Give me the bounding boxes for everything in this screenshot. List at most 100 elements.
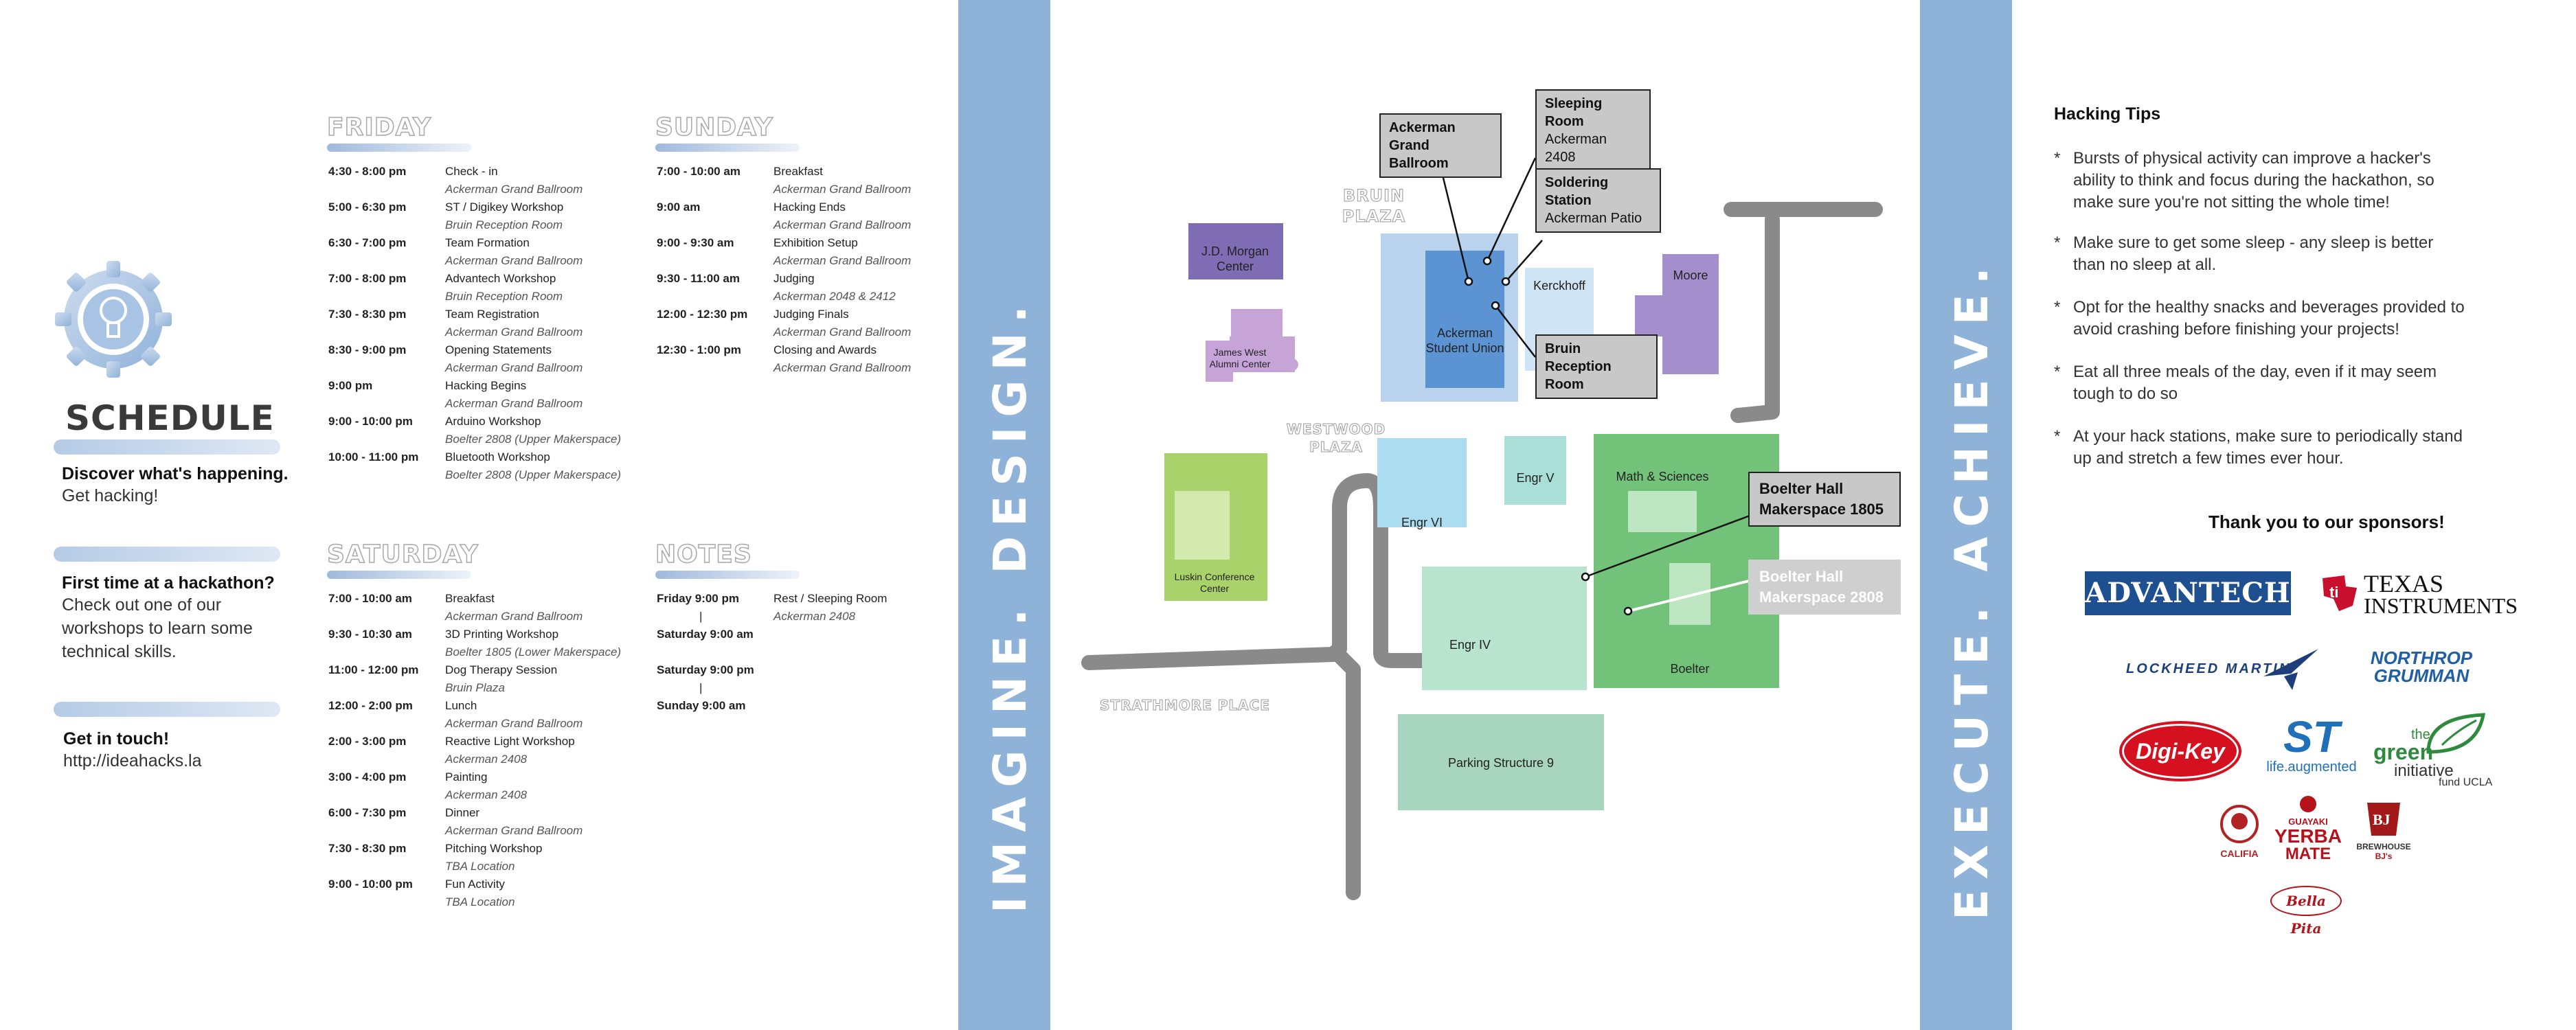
event-location: Bruin Reception Room [445, 218, 563, 231]
califia-logo-icon [2220, 805, 2259, 843]
notes-block: Friday 9:00 pm | Saturday 9:00 am Rest /… [657, 590, 973, 727]
event-time: 6:00 - 7:30 pm [328, 806, 407, 819]
event-time: 9:00 - 10:00 pm [328, 415, 413, 428]
label-engr5: Engr V [1516, 471, 1555, 485]
event-location: Ackerman Grand Ballroom [445, 183, 583, 196]
notes-name: Rest / Sleeping Room [773, 592, 888, 605]
event-time: 8:30 - 9:00 pm [328, 343, 407, 356]
building-jameswest-round [1286, 358, 1298, 371]
tip-text: Bursts of physical activity can improve … [2073, 149, 2434, 211]
building-moore[interactable] [1662, 254, 1719, 374]
label-jameswest: James West Alumni Center [1209, 347, 1271, 369]
lockheed-star-icon [2263, 649, 2318, 690]
info-heading: Discover what's happening. [62, 464, 289, 483]
tip-bullet: * [2054, 363, 2061, 381]
building-engr4[interactable] [1422, 566, 1587, 690]
sponsor-bellapita: Bella Pita [2270, 886, 2342, 937]
gear-logo-icon [55, 261, 172, 378]
tip-item: *Eat all three meals of the day, even if… [2054, 361, 2466, 405]
building-engr6[interactable] [1377, 438, 1467, 527]
sponsor-advantech: ADVANTECH [2085, 571, 2291, 615]
label-engr4: Engr IV [1449, 638, 1491, 652]
boelter-courtyard [1628, 491, 1697, 532]
label-parking: Parking Structure 9 [1447, 756, 1555, 770]
event-location: Ackerman 2408 [445, 753, 528, 766]
building-jdmorgan[interactable] [1188, 223, 1283, 279]
building-jameswest[interactable] [1231, 309, 1283, 336]
info-block-first-time: First time at a hackathon? Check out one… [62, 573, 282, 663]
ti-logo-icon: ti [2323, 575, 2357, 611]
event-name: Fun Activity [445, 878, 505, 891]
event-name: Team Formation [445, 236, 530, 249]
event-time: 3:00 - 4:00 pm [328, 770, 407, 783]
building-ackerman[interactable] [1425, 251, 1504, 388]
event-name: Judging Finals [773, 308, 849, 321]
event-time: 11:00 - 12:00 pm [328, 663, 419, 676]
event-time: 7:30 - 8:30 pm [328, 308, 407, 321]
saturday-heading: SATURDAY [326, 540, 479, 569]
tip-item: *Bursts of physical activity can improve… [2054, 148, 2466, 214]
tip-text: Opt for the healthy snacks and beverages… [2073, 298, 2465, 339]
tip-bullet: * [2054, 298, 2061, 317]
event-location: Ackerman Grand Ballroom [445, 824, 583, 837]
bjs-logo-icon: BJ [2367, 803, 2400, 836]
event-location: Ackerman Grand Ballroom [445, 325, 583, 339]
event-location: TBA Location [445, 895, 515, 908]
notes-to: Sunday 9:00 am [657, 699, 746, 712]
guayaki-line1: GUAYAKI [2288, 816, 2328, 827]
tip-text: Make sure to get some sleep - any sleep … [2073, 233, 2434, 274]
st-logo: ST [2283, 712, 2340, 762]
event-time: 9:00 pm [328, 379, 373, 392]
st-tagline: life.augmented [2266, 759, 2357, 775]
event-name: Advantech Workshop [445, 272, 556, 285]
notes-sep: | [699, 681, 703, 694]
event-location: Ackerman Grand Ballroom [773, 254, 912, 267]
event-location: Ackerman Grand Ballroom [445, 254, 583, 267]
contact-link[interactable]: http://ideahacks.la [63, 751, 202, 770]
sunday-heading: SUNDAY [655, 113, 773, 142]
event-time: 4:30 - 8:00 pm [328, 165, 407, 178]
event-name: Breakfast [773, 165, 823, 178]
tip-bullet: * [2054, 427, 2061, 446]
event-name: Exhibition Setup [773, 236, 858, 249]
building-parking[interactable] [1398, 714, 1604, 810]
event-time: 12:30 - 1:00 pm [657, 343, 741, 356]
label-ackerman: Ackerman Student Union [1425, 326, 1504, 355]
day-underline [327, 144, 471, 152]
event-time: 5:00 - 6:30 pm [328, 201, 407, 214]
info-text: Get hacking! [62, 486, 159, 505]
callout-boelter-1805[interactable]: Boelter Hall Makerspace 1805 [1748, 472, 1901, 527]
callout-bruin-reception[interactable]: Bruin Reception Room [1535, 334, 1658, 399]
callout-sleeping[interactable]: Sleeping Room Ackerman 2408 [1535, 89, 1651, 172]
bjs-name: BJ's [2375, 851, 2393, 861]
event-name: Lunch [445, 699, 477, 712]
sponsors-title: Thank you to our sponsors! [2208, 512, 2445, 532]
event-time: 9:00 am [657, 201, 701, 214]
callout-title: Sleeping Room [1545, 96, 1603, 129]
callout-soldering[interactable]: Soldering Station Ackerman Patio [1535, 168, 1661, 233]
building-engr5[interactable] [1504, 436, 1566, 505]
event-time: 2:00 - 3:00 pm [328, 735, 407, 748]
event-name: Dinner [445, 806, 480, 819]
event-time: 7:00 - 10:00 am [657, 165, 741, 178]
event-location: Ackerman Grand Ballroom [773, 325, 912, 339]
event-name: Reactive Light Workshop [445, 735, 575, 748]
day-underline [655, 571, 800, 579]
label-strathmore: STRATHMORE PLACE [1100, 697, 1270, 714]
event-location: Ackerman Grand Ballroom [773, 183, 912, 196]
callout-boelter-2808[interactable]: Boelter Hall Makerspace 2808 [1748, 560, 1901, 615]
event-location: Ackerman Grand Ballroom [445, 397, 583, 410]
notes-heading: NOTES [655, 540, 752, 569]
event-name: 3D Printing Workshop [445, 628, 559, 641]
day-underline [655, 144, 800, 152]
event-name: Judging [773, 272, 815, 285]
tips-title: Hacking Tips [2054, 104, 2161, 124]
building-jameswest-base [1230, 336, 1295, 372]
callout-grand-ballroom[interactable]: Ackerman Grand Ballroom [1379, 113, 1502, 178]
tip-text: At your hack stations, make sure to peri… [2073, 427, 2463, 468]
notes-sep: | [699, 610, 703, 623]
building-moore-wing [1635, 295, 1669, 336]
info-text: Check out one of our workshops to learn … [62, 595, 253, 661]
label-luskin: Luskin Conference Center [1174, 571, 1255, 594]
